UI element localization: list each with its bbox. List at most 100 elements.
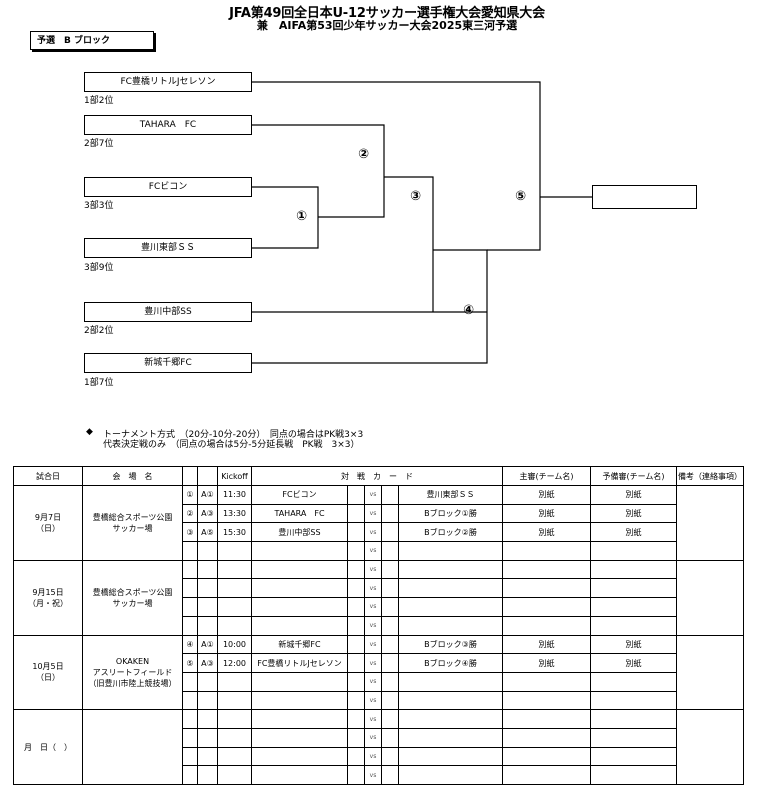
team-rank-5: 2部2位 [84, 326, 114, 336]
team-box-3: FCビコン [84, 177, 252, 197]
reserve-referee [590, 709, 677, 729]
header-remarks: 備考（連絡事項） [676, 466, 744, 486]
vs-label: vs [364, 671, 382, 692]
court: A⑤ [197, 522, 218, 543]
match-date-cell: 10月5日（日） [13, 634, 83, 711]
team-rank-4: 3部9位 [84, 263, 114, 273]
away-team: 豊川東部ＳＳ [398, 485, 503, 505]
venue-cell: OKAKEN アスリートフィールド （旧豊川市陸上競技場） [82, 634, 183, 711]
vs-label: vs [364, 765, 382, 785]
court [197, 709, 218, 729]
away-team: Bブロック④勝 [398, 653, 503, 673]
bracket-line-match-2 [252, 124, 385, 218]
winner-box [592, 185, 697, 209]
block-label: 予選 B ブロック [30, 31, 154, 50]
home-team [251, 578, 348, 599]
table-row: vs [14, 671, 744, 692]
vs-label: vs [364, 634, 382, 655]
vs-label: vs [364, 503, 382, 524]
away-team: Bブロック①勝 [398, 503, 503, 524]
referee [502, 559, 591, 580]
score-away [381, 765, 399, 785]
home-team [251, 690, 348, 711]
home-team: FC豊橋リトルJセレソン [251, 653, 348, 673]
home-team: 豊川中部SS [251, 522, 348, 543]
schedule-table: 試合日 会 場 名 Kickoff 対 戦 カ ー ド 主審(チーム名) 予備審… [13, 466, 744, 785]
kickoff-time: 15:30 [217, 522, 252, 543]
reserve-referee: 別紙 [590, 485, 677, 505]
score-away [381, 503, 399, 524]
score-away [381, 727, 399, 748]
referee [502, 541, 591, 561]
court [197, 541, 218, 561]
venue-name: 豊橋総合スポーツ公園 サッカー場 [92, 512, 173, 533]
away-team [398, 541, 503, 561]
vs-label: vs [364, 541, 382, 561]
away-team [398, 765, 503, 785]
referee [502, 727, 591, 748]
match-number: ② [182, 503, 198, 524]
vs-label: vs [364, 559, 382, 580]
reserve-referee [590, 541, 677, 561]
score-away [381, 653, 399, 673]
away-team [398, 559, 503, 580]
away-team [398, 597, 503, 617]
score-away [381, 559, 399, 580]
bracket-line-match-4 [252, 249, 488, 364]
match-number [182, 597, 198, 617]
score-home [347, 727, 365, 748]
remarks-cell [676, 709, 744, 785]
team-rank-3: 3部3位 [84, 201, 114, 211]
header-referee: 主審(チーム名) [502, 466, 591, 486]
venue-cell [82, 709, 183, 785]
vs-label: vs [364, 653, 382, 673]
match-number [182, 709, 198, 729]
away-team [398, 671, 503, 692]
home-team [251, 597, 348, 617]
kickoff-time [217, 709, 252, 729]
kickoff-time [217, 765, 252, 785]
score-home [347, 690, 365, 711]
match-weekday: （月・祝） [28, 598, 68, 608]
kickoff-time [217, 559, 252, 580]
table-row: 月 日（ ）vs [13, 709, 744, 785]
note-bullet: ◆ [86, 427, 93, 437]
score-away [381, 578, 399, 599]
match-number [182, 690, 198, 711]
court [197, 690, 218, 711]
score-away [381, 634, 399, 655]
team-box-1: FC豊橋リトルJセレソン [84, 72, 252, 92]
venue-name: 豊橋総合スポーツ公園 サッカー場 [92, 587, 173, 608]
reserve-referee [590, 615, 677, 636]
referee [502, 597, 591, 617]
referee [502, 578, 591, 599]
score-away [381, 522, 399, 543]
referee: 別紙 [502, 503, 591, 524]
round-label-3: ③ [410, 189, 422, 204]
reserve-referee [590, 690, 677, 711]
home-team [251, 541, 348, 561]
vs-label: vs [364, 485, 382, 505]
referee: 別紙 [502, 653, 591, 673]
vs-label: vs [364, 690, 382, 711]
header-venue: 会 場 名 [82, 466, 183, 486]
score-away [381, 746, 399, 767]
score-home [347, 765, 365, 785]
score-home [347, 578, 365, 599]
reserve-referee: 別紙 [590, 522, 677, 543]
vs-label: vs [364, 578, 382, 599]
team-box-4: 豊川東部ＳＳ [84, 238, 252, 258]
score-away [381, 671, 399, 692]
score-home [347, 597, 365, 617]
kickoff-time [217, 690, 252, 711]
match-number [182, 746, 198, 767]
away-team [398, 746, 503, 767]
match-weekday: （日） [36, 523, 60, 533]
kickoff-time [217, 541, 252, 561]
court [197, 746, 218, 767]
table-row: vs [14, 597, 744, 617]
kickoff-time [217, 746, 252, 767]
home-team [251, 727, 348, 748]
table-row: vs [14, 615, 744, 636]
